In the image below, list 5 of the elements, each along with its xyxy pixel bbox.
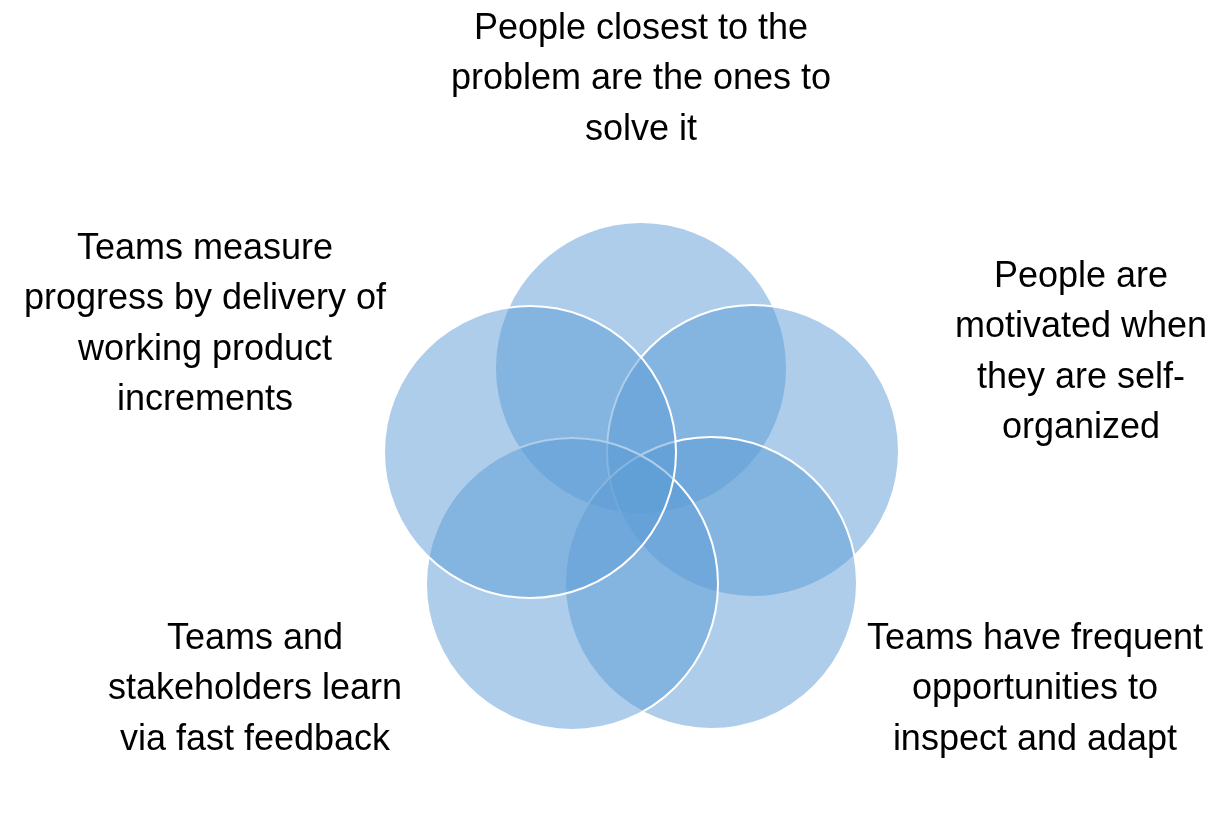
caption-text: Teams measure progress by delivery of working product increments [22, 225, 388, 421]
caption-text: People are motivated when they are self-organized [953, 253, 1209, 449]
caption-text: Teams and stakeholders learn via fast feedback [106, 615, 404, 760]
caption-text: People closest to the problem are the ones to solve it [449, 5, 833, 150]
caption-text: Teams have frequent opportunities to inspect and adapt [865, 615, 1205, 760]
